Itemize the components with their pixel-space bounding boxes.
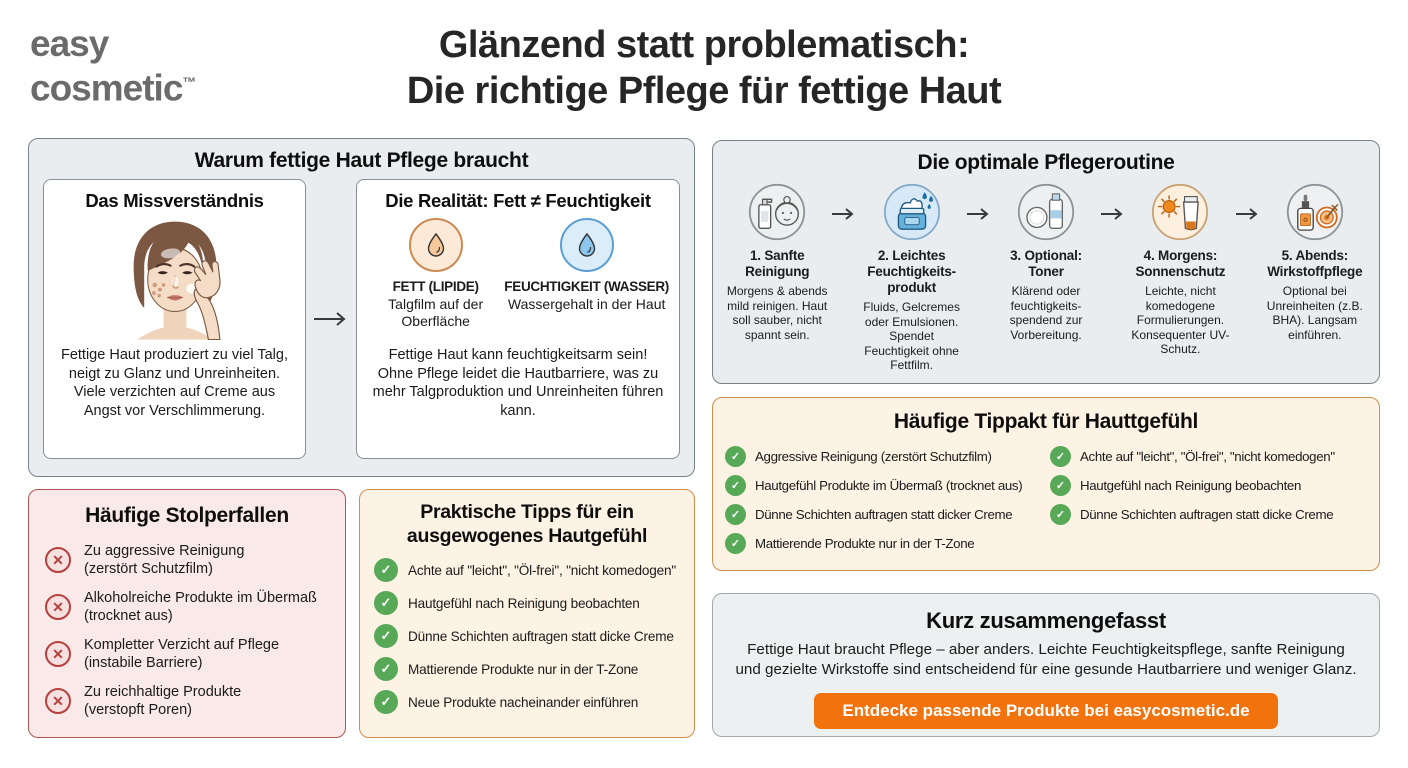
cross-icon: ✕: [45, 688, 71, 714]
check-icon: ✓: [1050, 446, 1071, 467]
check-icon: ✓: [374, 657, 398, 681]
checklist-item: ✓ Aggressive Reinigung (zerstört Schutzf…: [725, 446, 1042, 467]
reality-title: Die Realität: Fett ≠ Feuchtigkeit: [385, 190, 651, 211]
page-title: Glänzend statt problematisch: Die richti…: [406, 24, 1002, 112]
check-icon: ✓: [1050, 504, 1071, 525]
summary-title: Kurz zusammengefasst: [926, 608, 1166, 633]
cross-icon: ✕: [45, 641, 71, 667]
moisture-column: FEUCHTIGKEIT (WASSER) Wassergehalt in de…: [504, 218, 669, 330]
pitfall-item: ✕ Zu aggressive Reinigung(zerstört Schut…: [29, 542, 345, 578]
woman-face-illustration: [133, 221, 221, 340]
routine-step-4: 4. Morgens: Sonnenschutz Leichte, nicht …: [1126, 183, 1234, 357]
reality-text: Fettige Haut kann feuchtigkeitsarm sein!…: [372, 347, 664, 419]
check-icon: ✓: [725, 504, 746, 525]
why-oily-skin-panel: Warum fettige Haut Pflege braucht Das Mi…: [28, 138, 695, 477]
check-icon: ✓: [374, 591, 398, 615]
misconception-text: Fettige Haut produziert zu viel Talg, ne…: [60, 347, 288, 419]
pitfall-item: ✕ Zu reichhaltige Produkte(verstopft Por…: [29, 683, 345, 719]
sunscreen-icon: [1152, 183, 1209, 241]
misconception-title: Das Missverständnis: [85, 190, 264, 211]
water-droplet-icon: [559, 218, 614, 272]
moisturizer-jar-icon: [883, 183, 940, 241]
tip-item: ✓ Mattierende Produkte nur in der T-Zone: [360, 657, 694, 681]
logo-line2: cosmetic: [30, 67, 183, 109]
checklist-panel: Häufige Tippakt für Hauttgefühl ✓ Aggres…: [712, 397, 1380, 571]
tip-item: ✓ Hautgefühl nach Reinigung beobachten: [360, 591, 694, 615]
check-icon: ✓: [725, 533, 746, 554]
routine-step-5: 5. Abends: Wirkstoffpflege Optional bei …: [1261, 183, 1369, 342]
checklist-item: ✓ Hautgefühl nach Reinigung beobachten: [1050, 475, 1367, 496]
toner-icon: [1017, 183, 1075, 241]
routine-title: Die optimale Pflegeroutine: [917, 151, 1175, 174]
arrow-right-icon: [312, 311, 350, 327]
checklist-item: ✓ Achte auf "leicht", "Öl-frei", "nicht …: [1050, 446, 1367, 467]
discover-products-button[interactable]: Entdecke passende Produkte bei easycosme…: [814, 693, 1278, 729]
tip-item: ✓ Achte auf "leicht", "Öl-frei", "nicht …: [360, 558, 694, 582]
cross-icon: ✕: [45, 594, 71, 620]
check-icon: ✓: [725, 475, 746, 496]
routine-step-3: 3. Optional: Toner Klärend oder feuchtig…: [992, 183, 1100, 342]
fat-desc: Talgfilm auf der Oberfläche: [388, 296, 484, 329]
checklist-right-column: ✓ Achte auf "leicht", "Öl-frei", "nicht …: [1050, 446, 1367, 562]
checklist-item: ✓ Dünne Schichten auftragen statt dicke …: [1050, 504, 1367, 525]
lipid-droplet-icon: [408, 218, 463, 272]
check-icon: ✓: [374, 624, 398, 648]
misconception-card: Das Missverständnis: [43, 179, 306, 459]
pitfall-item: ✕ Alkoholreiche Produkte im Übermaß(troc…: [29, 589, 345, 625]
tip-item: ✓ Neue Produkte nacheinander einführen: [360, 690, 694, 714]
arrow-right-icon: [966, 207, 992, 221]
moisture-desc: Wassergehalt in der Haut: [507, 296, 666, 312]
check-icon: ✓: [374, 690, 398, 714]
check-icon: ✓: [1050, 475, 1071, 496]
logo-line1: easy: [30, 23, 109, 64]
cleansing-icon: [749, 183, 806, 241]
pitfalls-title: Häufige Stolperfallen: [85, 504, 289, 527]
cross-icon: ✕: [45, 547, 71, 573]
arrow-right-icon: [1100, 207, 1126, 221]
routine-step-2: 2. Leichtes Feuchtigkeits-produkt Fluids…: [857, 183, 965, 373]
tip-item: ✓ Dünne Schichten auftragen statt dicke …: [360, 624, 694, 648]
fat-label: FETT (LIPIDE): [392, 279, 479, 294]
checklist-item: ✓ Hautgefühl Produkte im Übermaß (trockn…: [725, 475, 1042, 496]
moisture-label: FEUCHTIGKEIT (WASSER): [504, 279, 669, 294]
logo-tm: ™: [182, 74, 197, 90]
routine-step-1: 1. Sanfte Reinigung Morgens & abends mil…: [723, 183, 831, 342]
check-icon: ✓: [374, 558, 398, 582]
arrow-right-icon: [1235, 207, 1261, 221]
easycosmetic-logo: easy cosmetic™: [30, 24, 196, 107]
pitfalls-panel: Häufige Stolperfallen ✕ Zu aggressive Re…: [28, 489, 346, 738]
arrow-right-icon: [831, 207, 857, 221]
summary-panel: Kurz zusammengefasst Fettige Haut brauch…: [712, 593, 1380, 737]
check-icon: ✓: [725, 446, 746, 467]
why-panel-title: Warum fettige Haut Pflege braucht: [194, 149, 529, 172]
summary-text: Fettige Haut braucht Pflege – aber ander…: [735, 641, 1357, 678]
reality-card: Die Realität: Fett ≠ Feuchtigkeit FETT (…: [356, 179, 680, 459]
checklist-left-column: ✓ Aggressive Reinigung (zerstört Schutzf…: [725, 446, 1042, 562]
checklist-item: ✓ Dünne Schichten auftragen statt dicker…: [725, 504, 1042, 525]
pitfall-item: ✕ Kompletter Verzicht auf Pflege(instabi…: [29, 636, 345, 672]
care-routine-panel: Die optimale Pflegeroutine 1. Sanfte Rei…: [712, 140, 1380, 384]
checklist-title: Häufige Tippakt für Hauttgefühl: [893, 410, 1199, 433]
checklist-item: ✓ Mattierende Produkte nur in der T-Zone: [725, 533, 1042, 554]
fat-column: FETT (LIPIDE) Talgfilm auf der Oberfläch…: [367, 218, 504, 330]
tips-title: Praktische Tipps für ein ausgewogenes Ha…: [406, 501, 648, 547]
practical-tips-panel: Praktische Tipps für ein ausgewogenes Ha…: [359, 489, 695, 738]
serum-target-icon: [1286, 183, 1343, 241]
